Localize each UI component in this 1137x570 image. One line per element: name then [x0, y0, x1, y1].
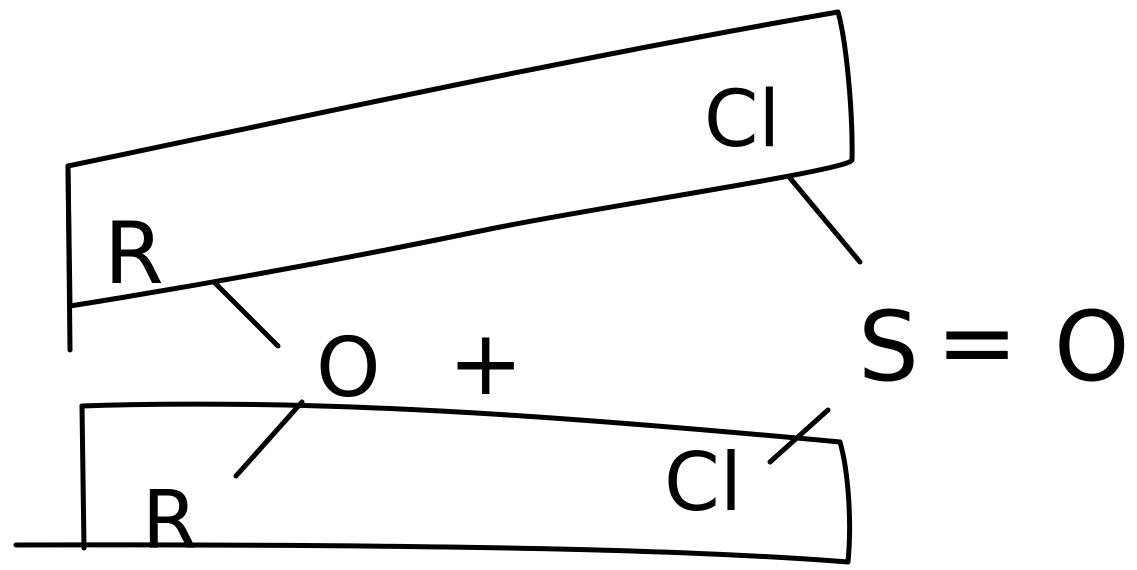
r-label-top: R [104, 204, 164, 304]
r-label-bottom: R [142, 474, 198, 567]
bottom-band-left-edge [79, 403, 87, 551]
cl-label-bottom: Cl [664, 436, 742, 529]
oxygen-label: O [316, 321, 381, 416]
bond-r-to-oxygen [212, 280, 281, 349]
top-band-left-tick [65, 163, 73, 353]
bottom-band-outline [13, 401, 853, 565]
oxygen-sulfinyl-label: O [1054, 291, 1130, 403]
bond-cl-to-sulfur-top [787, 175, 863, 265]
top-band-outline [65, 9, 855, 309]
cl-label-top: Cl [704, 75, 780, 165]
double-bond-sign: = [936, 286, 1018, 400]
plus-sign: + [448, 311, 523, 416]
bond-cl-to-sulfur-bottom [767, 407, 831, 465]
sulfur-label: S [858, 291, 919, 403]
bond-oxygen-to-r-bottom [233, 399, 305, 479]
